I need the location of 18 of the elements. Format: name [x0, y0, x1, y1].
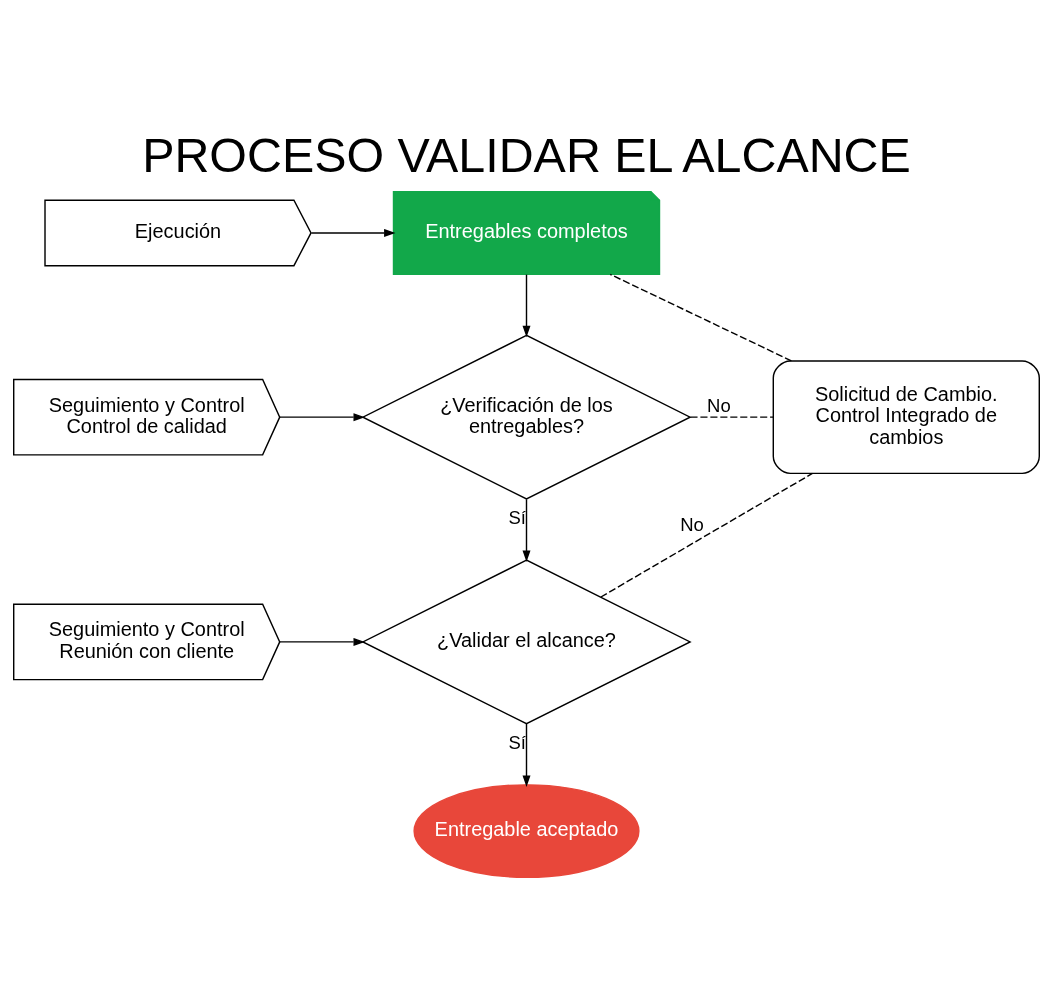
edge-label: No — [707, 394, 731, 416]
node-box: Solicitud de Cambio. Control Integrado de cambios — [772, 359, 1040, 474]
arrow — [279, 637, 365, 646]
arrow — [279, 412, 365, 421]
diagram-title: PROCESO VALIDAR EL ALCANCE — [142, 127, 911, 182]
connector — [600, 472, 814, 598]
arrow — [522, 498, 531, 562]
node-diamond: ¿Validar el alcance? — [361, 558, 692, 724]
edge-label: Sí — [508, 506, 526, 528]
arrow — [522, 722, 531, 787]
connector — [609, 273, 793, 362]
edge-label: Sí — [508, 731, 526, 753]
node-ellipse: Entregable aceptado — [413, 783, 640, 878]
node-diamond: ¿Verificación de los entregables? — [361, 334, 692, 500]
edge-label: No — [680, 513, 704, 535]
arrow — [522, 273, 531, 337]
arrow — [310, 228, 396, 237]
connector — [689, 415, 774, 418]
